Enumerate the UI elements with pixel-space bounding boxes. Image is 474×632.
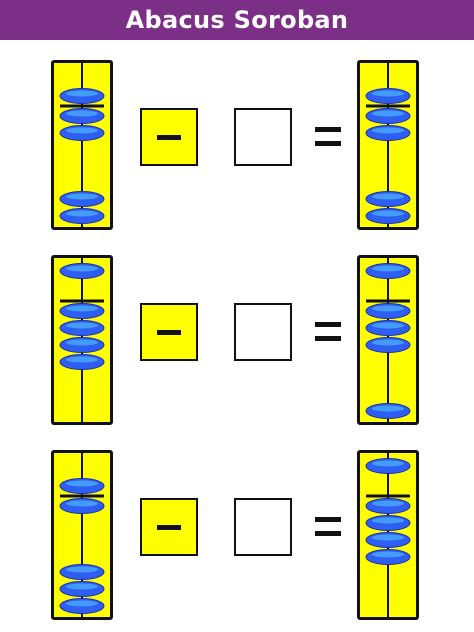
bead xyxy=(59,354,105,370)
bead xyxy=(59,125,105,141)
bead xyxy=(365,337,411,353)
bead xyxy=(365,515,411,531)
right-abacus xyxy=(357,450,419,620)
page-title: Abacus Soroban xyxy=(125,6,349,34)
answer-box[interactable] xyxy=(234,498,292,556)
bead xyxy=(365,498,411,514)
abacus-drawing xyxy=(365,453,411,617)
bead xyxy=(365,403,411,419)
abacus-drawing xyxy=(59,258,105,422)
bead xyxy=(59,564,105,580)
abacus-drawing xyxy=(365,258,411,422)
abacus-drawing xyxy=(365,63,411,227)
right-abacus xyxy=(357,60,419,230)
bead xyxy=(365,191,411,207)
answer-box[interactable] xyxy=(234,108,292,166)
equals-icon xyxy=(315,322,341,341)
abacus-drawing xyxy=(59,63,105,227)
bead xyxy=(59,303,105,319)
bead xyxy=(365,458,411,474)
bead xyxy=(59,191,105,207)
bead xyxy=(59,208,105,224)
bead xyxy=(365,303,411,319)
bead xyxy=(365,108,411,124)
bead xyxy=(365,125,411,141)
bead xyxy=(59,108,105,124)
bead xyxy=(365,532,411,548)
exercise-3 xyxy=(0,450,474,625)
exercise-2 xyxy=(0,255,474,430)
left-abacus xyxy=(51,255,113,425)
answer-box[interactable] xyxy=(234,303,292,361)
bead xyxy=(59,337,105,353)
left-abacus xyxy=(51,450,113,620)
equals-icon xyxy=(315,127,341,146)
left-abacus xyxy=(51,60,113,230)
bead xyxy=(59,478,105,494)
bead xyxy=(365,549,411,565)
bead xyxy=(59,320,105,336)
bead xyxy=(365,88,411,104)
right-abacus xyxy=(357,255,419,425)
minus-operator xyxy=(140,303,198,361)
minus-icon xyxy=(157,134,181,140)
minus-icon xyxy=(157,329,181,335)
header-banner: Abacus Soroban xyxy=(0,0,474,40)
bead xyxy=(59,263,105,279)
minus-icon xyxy=(157,524,181,530)
bead xyxy=(365,208,411,224)
bead xyxy=(365,263,411,279)
bead xyxy=(59,581,105,597)
equals-icon xyxy=(315,517,341,536)
bead xyxy=(59,498,105,514)
abacus-drawing xyxy=(59,453,105,617)
bead xyxy=(59,598,105,614)
minus-operator xyxy=(140,108,198,166)
minus-operator xyxy=(140,498,198,556)
bead xyxy=(59,88,105,104)
bead xyxy=(365,320,411,336)
exercise-1 xyxy=(0,60,474,235)
